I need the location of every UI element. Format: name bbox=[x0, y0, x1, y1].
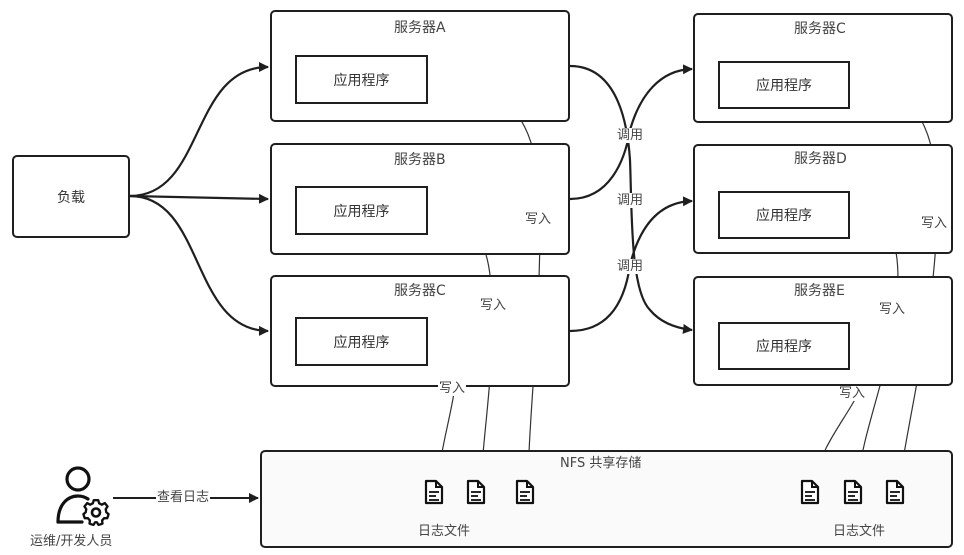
server-e-app[interactable]: 应用程序 bbox=[718, 322, 850, 370]
actor-label: 运维/开发人员 bbox=[30, 534, 113, 549]
write-label-b: 写入 bbox=[479, 298, 508, 313]
load-balancer-label: 负载 bbox=[57, 189, 85, 206]
server-c-left-app[interactable]: 应用程序 bbox=[295, 317, 428, 366]
server-e-app-label: 应用程序 bbox=[756, 339, 812, 355]
log-files-label-left: 日志文件 bbox=[418, 524, 471, 539]
server-d-app[interactable]: 应用程序 bbox=[718, 191, 850, 239]
server-b-node[interactable]: 服务器B 应用程序 bbox=[270, 143, 570, 255]
write-label-a: 写入 bbox=[524, 212, 553, 227]
document-icon[interactable] bbox=[800, 479, 820, 505]
server-c-left-title: 服务器C bbox=[394, 283, 446, 299]
call-label-1: 调用 bbox=[616, 128, 645, 143]
server-b-app-label: 应用程序 bbox=[333, 203, 390, 220]
edge-load-to-server-c bbox=[129, 194, 269, 336]
call-label-2: 调用 bbox=[616, 193, 645, 208]
log-files-label-right: 日志文件 bbox=[833, 524, 886, 539]
nfs-storage-node[interactable]: NFS 共享存储 日志文件 日志文件 bbox=[260, 450, 953, 548]
nfs-storage-title: NFS 共享存储 bbox=[560, 456, 642, 471]
edge-call-a-to-e bbox=[569, 64, 693, 334]
server-c-right-app[interactable]: 应用程序 bbox=[718, 61, 850, 109]
user-gear-icon[interactable] bbox=[54, 464, 114, 526]
server-c-right-node[interactable]: 服务器C 应用程序 bbox=[693, 13, 953, 123]
write-label-e: 写入 bbox=[838, 386, 867, 401]
server-b-app[interactable]: 应用程序 bbox=[295, 186, 428, 235]
server-e-node[interactable]: 服务器E 应用程序 bbox=[693, 276, 953, 386]
server-a-node[interactable]: 服务器A 应用程序 bbox=[270, 10, 570, 122]
edge-load-to-server-b bbox=[129, 193, 269, 204]
document-icon[interactable] bbox=[466, 479, 486, 505]
write-label-c: 写入 bbox=[438, 381, 467, 396]
server-a-title: 服务器A bbox=[394, 20, 446, 36]
server-c-right-app-label: 应用程序 bbox=[756, 78, 812, 94]
load-balancer-node[interactable]: 负载 bbox=[12, 155, 130, 238]
server-a-app[interactable]: 应用程序 bbox=[295, 55, 428, 104]
server-d-node[interactable]: 服务器D 应用程序 bbox=[693, 144, 953, 254]
server-c-left-app-label: 应用程序 bbox=[333, 334, 390, 351]
server-c-left-node[interactable]: 服务器C 应用程序 bbox=[270, 275, 570, 387]
write-label-c2: 写入 bbox=[920, 216, 949, 231]
server-c-right-title: 服务器C bbox=[794, 21, 846, 37]
document-icon[interactable] bbox=[515, 479, 535, 505]
document-icon[interactable] bbox=[885, 479, 905, 505]
server-a-app-label: 应用程序 bbox=[333, 72, 390, 89]
server-d-title: 服务器D bbox=[794, 151, 847, 167]
server-b-title: 服务器B bbox=[394, 152, 446, 168]
document-icon[interactable] bbox=[424, 479, 444, 505]
call-label-3: 调用 bbox=[616, 259, 645, 274]
write-label-d: 写入 bbox=[878, 302, 907, 317]
document-icon[interactable] bbox=[843, 479, 863, 505]
view-logs-label: 查看日志 bbox=[156, 490, 211, 505]
edge-load-to-server-a bbox=[129, 62, 269, 198]
server-e-title: 服务器E bbox=[794, 283, 845, 299]
server-d-app-label: 应用程序 bbox=[756, 208, 812, 224]
